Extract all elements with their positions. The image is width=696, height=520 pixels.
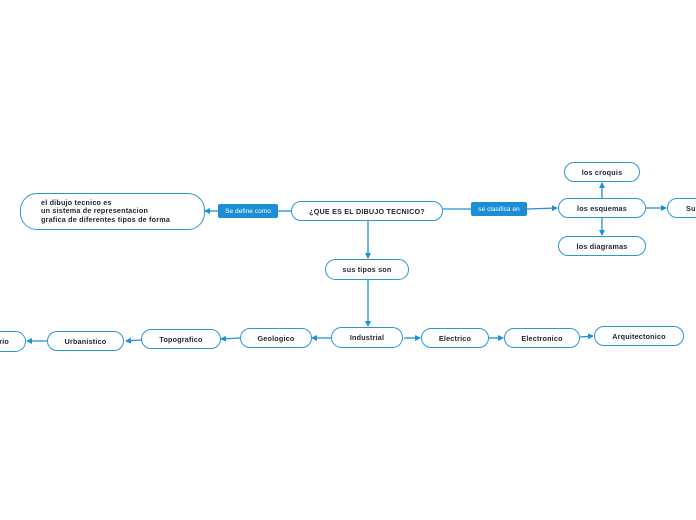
- node-industrial[interactable]: Industrial: [331, 327, 403, 348]
- connector-clasifica-esquemas: [526, 205, 558, 212]
- link-label-clasifica[interactable]: se clasifica en: [471, 202, 527, 216]
- node-electronico[interactable]: Electronico: [504, 328, 580, 348]
- node-left-cutoff[interactable]: rio: [0, 331, 26, 352]
- connector-geologico-topografico: [220, 335, 241, 342]
- connector-electronico-arquitectonico: [579, 333, 594, 340]
- connector-topografico-urbanistico: [125, 337, 142, 344]
- node-electrico[interactable]: Electrico: [421, 328, 489, 348]
- link-label-define[interactable]: Se define como: [218, 204, 278, 218]
- node-los-esquemas[interactable]: los esquemas: [558, 198, 646, 218]
- definition-node[interactable]: el dibujo tecnico es un sistema de repre…: [20, 193, 205, 230]
- node-sub-cutoff[interactable]: Sub: [667, 198, 696, 218]
- node-arquitectonico[interactable]: Arquitectonico: [594, 326, 684, 346]
- node-topografico[interactable]: Topografico: [141, 329, 221, 349]
- node-sus-tipos-son[interactable]: sus tipos son: [325, 259, 409, 280]
- main-topic-node[interactable]: ¿QUE ES EL DIBUJO TECNICO?: [291, 201, 443, 221]
- node-los-croquis[interactable]: los croquis: [564, 162, 640, 182]
- node-urbanistico[interactable]: Urbanistico: [47, 331, 124, 351]
- node-los-diagramas[interactable]: los diagramas: [558, 236, 646, 256]
- node-geologico[interactable]: Geologico: [240, 328, 312, 348]
